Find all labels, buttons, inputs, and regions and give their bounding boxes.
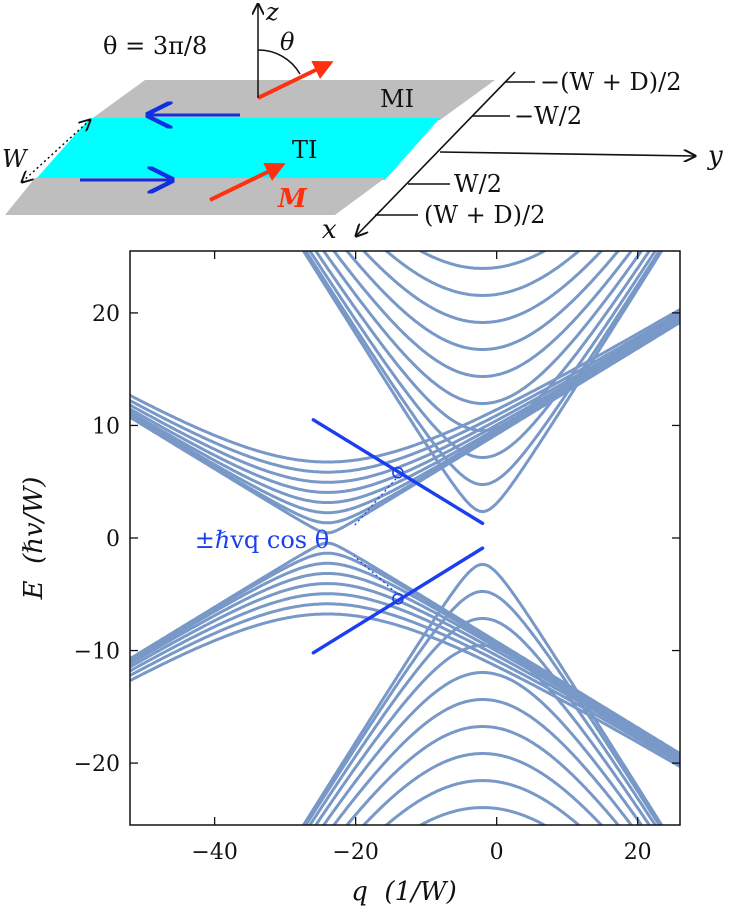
chiral-edge-bands [311, 418, 485, 655]
magnetization-arrow-top [257, 61, 334, 100]
band-curve-right-pos-0 [301, 251, 664, 514]
annotation-group: ±ℏvq cos θ [195, 466, 404, 605]
z-axis-label: z [265, 0, 279, 26]
x-axis-arrow [356, 71, 516, 236]
mi-bottom-slab [5, 178, 385, 215]
band-curve-left-pos-7 [130, 308, 680, 464]
theta-symbol-label: θ [280, 28, 295, 56]
schematic-tick-label-3: W/2 [454, 170, 502, 198]
y-tick-label: −10 [74, 640, 120, 665]
ti-slab [35, 118, 440, 180]
band-curve-right-pos-4 [321, 251, 644, 405]
mi-label: MI [380, 85, 414, 113]
annotation-leader-2 [353, 555, 397, 594]
band-curve-right-neg-7 [361, 752, 604, 825]
band-curve-left-pos-2 [130, 319, 680, 515]
axis-ticks: −40 −20 0 20 −20 −10 0 10 20 [74, 251, 680, 865]
schematic-tick-label-4: (W + D)/2 [424, 201, 545, 229]
y-tick-label: 10 [92, 414, 120, 439]
schematic-tick-label-1: −(W + D)/2 [540, 68, 681, 96]
y-tick-label: 0 [106, 527, 120, 552]
band-curve-right-neg-0 [301, 562, 664, 825]
band-curves [130, 251, 680, 825]
w-dim-arrow [22, 120, 90, 182]
schematic: θ = 3π/8 z θ MI TI W M y x −(W + D)/2 −W… [2, 0, 723, 245]
y-tick-label: 20 [92, 302, 120, 327]
band-curve-right-pos-7 [361, 251, 604, 324]
x-tick-label: 0 [490, 840, 504, 865]
ti-label: TI [292, 136, 318, 164]
x-axis-label: x [322, 215, 337, 245]
band-curve-right-neg-8 [384, 779, 582, 825]
annotation-marker-2 [392, 592, 404, 605]
theta-value-label: θ = 3π/8 [103, 32, 207, 60]
band-curve-right-pos-2 [308, 251, 657, 459]
band-curve-right-pos-9 [417, 251, 548, 270]
band-curve-right-neg-1 [304, 590, 661, 825]
y-axis-arrow [439, 152, 695, 156]
w-label: W [2, 145, 29, 173]
chiral-edge-line-2 [311, 546, 485, 655]
x-tick-label: −40 [191, 840, 237, 865]
band-curve-left-neg-4 [130, 582, 680, 760]
band-curve-left-pos-3 [130, 318, 680, 504]
chiral-edge-line-1 [311, 418, 485, 526]
band-curve-left-neg-7 [130, 612, 680, 768]
theta-arc [257, 49, 301, 75]
band-curve-right-pos-1 [304, 251, 661, 486]
x-axis-title: q (1/W) [351, 877, 457, 907]
band-curve-right-pos-5 [332, 251, 634, 378]
band-curve-right-neg-5 [332, 698, 634, 825]
schematic-tick-label-2: −W/2 [514, 102, 582, 130]
band-curve-left-pos-4 [130, 316, 680, 494]
band-curve-right-neg-6 [345, 725, 621, 825]
annotation-marker-1 [392, 466, 404, 479]
y-axis-title: E (ℏv/W) [19, 477, 49, 601]
annotation-leader-1 [353, 478, 397, 527]
y-tick-label: −20 [74, 752, 120, 777]
m-label: M [277, 184, 308, 214]
band-curve-right-neg-2 [308, 617, 657, 825]
band-curve-right-pos-8 [384, 251, 582, 297]
magnetization-arrow-bottom [209, 163, 286, 202]
annotation-label: ±ℏvq cos θ [195, 526, 329, 554]
x-tick-label: 20 [624, 840, 652, 865]
band-curve-right-neg-9 [417, 806, 548, 825]
mi-top-slab [90, 80, 495, 120]
band-curve-right-pos-3 [314, 251, 652, 432]
band-curve-right-neg-3 [314, 644, 652, 825]
band-curve-right-pos-6 [345, 251, 621, 351]
x-tick-label: −20 [332, 840, 378, 865]
y-axis-label: y [707, 141, 723, 171]
band-curve-right-neg-4 [321, 671, 644, 825]
band-curve-left-neg-2 [130, 561, 680, 757]
